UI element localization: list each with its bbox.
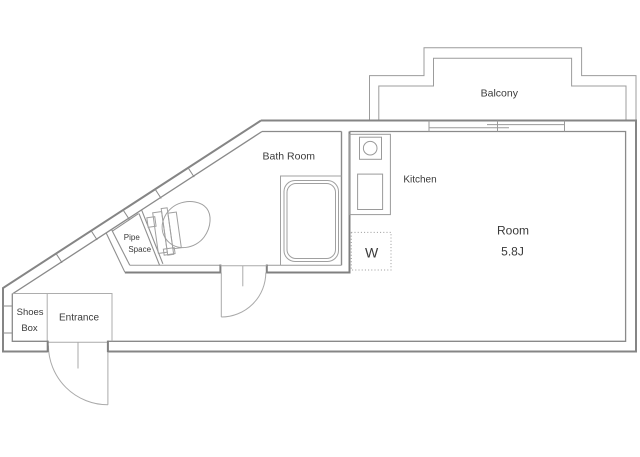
svg-text:Box: Box: [21, 323, 38, 334]
svg-text:Bath Room: Bath Room: [263, 151, 316, 163]
svg-text:5.8J: 5.8J: [501, 245, 524, 259]
svg-text:Balcony: Balcony: [481, 88, 519, 100]
svg-text:W: W: [365, 245, 379, 261]
svg-text:Room: Room: [497, 223, 529, 237]
svg-text:Kitchen: Kitchen: [403, 175, 436, 186]
svg-text:Shoes: Shoes: [17, 307, 44, 318]
svg-text:Space: Space: [128, 245, 151, 254]
svg-text:Pipe: Pipe: [124, 233, 141, 242]
svg-text:Entrance: Entrance: [59, 313, 99, 324]
